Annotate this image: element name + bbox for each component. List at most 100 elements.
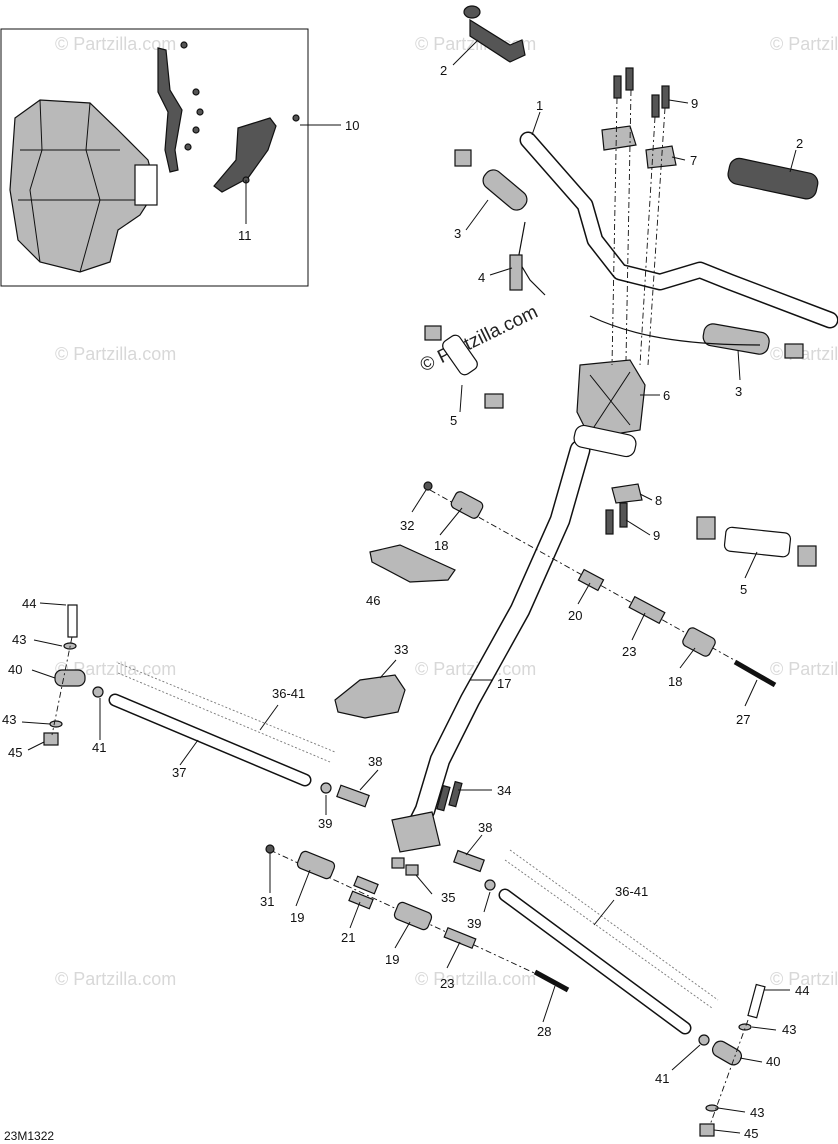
part-label: 1 <box>536 98 543 113</box>
watermark: © Partzilla.com <box>770 659 838 679</box>
part-label: 5 <box>740 582 747 597</box>
part-label: 6 <box>663 388 670 403</box>
part-label: 17 <box>497 676 511 691</box>
part-label: 41 <box>92 740 106 755</box>
part-label: 23 <box>622 644 636 659</box>
hand-guard <box>9 99 157 273</box>
part-label: 40 <box>8 662 22 677</box>
nut-32 <box>423 481 433 491</box>
part-label: 35 <box>441 890 455 905</box>
watermark: © Partzilla.com <box>415 969 536 989</box>
tie-rod-end-40 <box>54 669 86 687</box>
part-label: 43 <box>12 632 26 647</box>
part-label: 23 <box>440 976 454 991</box>
bolt-28 <box>533 969 570 993</box>
part-label: 43 <box>2 712 16 727</box>
bolt-27 <box>733 659 777 688</box>
part-label: 39 <box>467 916 481 931</box>
part-label: 43 <box>782 1022 796 1037</box>
part-label: 28 <box>537 1024 551 1039</box>
bolt-44-left <box>67 604 78 638</box>
bolt-9-lower <box>619 502 628 528</box>
bolt-9 <box>613 75 622 99</box>
sleeve-23 <box>628 595 666 625</box>
part-label: 34 <box>497 783 511 798</box>
part-label: 38 <box>368 754 382 769</box>
grip-top <box>463 5 526 63</box>
bolt-34 <box>448 780 463 808</box>
washer-43b <box>49 720 63 728</box>
part-label: 45 <box>744 1126 758 1141</box>
bushing-21 <box>348 890 374 910</box>
bushing-21 <box>353 875 379 895</box>
bolt-9 <box>651 94 660 118</box>
steering-arm-19b <box>393 901 433 931</box>
part-label: 5 <box>450 413 457 428</box>
washer-43c <box>738 1023 752 1031</box>
steering-support-18 <box>450 491 484 519</box>
part-label: 19 <box>290 910 304 925</box>
part-label: 44 <box>22 596 36 611</box>
bolt-44-right <box>747 983 766 1019</box>
steering-support-18b <box>682 627 716 657</box>
watermark: © Partzilla.com <box>770 344 838 364</box>
ball-joint-38a <box>336 784 370 808</box>
nut-41b <box>698 1034 710 1046</box>
washer-39b <box>484 879 496 891</box>
inset-box <box>0 28 341 287</box>
handlebar-end-right <box>696 516 817 567</box>
cover-33 <box>334 674 406 719</box>
watermark: © Partzilla.com <box>55 344 176 364</box>
part-label: 7 <box>690 153 697 168</box>
diagram-code: 23M1322 <box>4 1129 54 1143</box>
handlebar-end-left <box>424 325 504 409</box>
bushing-20 <box>577 568 605 592</box>
part-label: 46 <box>366 593 380 608</box>
ball-joint-38b <box>453 849 485 873</box>
part-label: 43 <box>750 1105 764 1120</box>
hand-warmer-right <box>702 323 770 355</box>
part-label: 27 <box>736 712 750 727</box>
steering-column <box>391 424 637 853</box>
nut-41 <box>92 686 104 698</box>
handlebar <box>519 131 838 329</box>
part-label: 36-41 <box>272 686 305 701</box>
part-labels: 1 2 2 3 3 4 5 5 6 7 8 9 9 10 11 17 18 18… <box>2 63 809 1141</box>
bushing-35 <box>405 864 419 876</box>
part-label: 19 <box>385 952 399 967</box>
nut-45 <box>43 732 59 746</box>
clamp-8 <box>611 483 643 504</box>
part-label: 2 <box>796 136 803 151</box>
part-label: 18 <box>434 538 448 553</box>
watermark: © Partzilla.com <box>55 969 176 989</box>
part-label: 32 <box>400 518 414 533</box>
clamp-7a <box>601 125 637 151</box>
bolt-9 <box>661 85 670 109</box>
part-label: 18 <box>668 674 682 689</box>
washer-39a <box>320 782 332 794</box>
part-label: 37 <box>172 765 186 780</box>
part-label: 36-41 <box>615 884 648 899</box>
hand-warmer-left <box>482 169 528 211</box>
clamp-7b <box>645 145 677 169</box>
part-label: 45 <box>8 745 22 760</box>
end-plug <box>454 149 472 167</box>
part-label: 20 <box>568 608 582 623</box>
part-label: 9 <box>653 528 660 543</box>
part-label: 31 <box>260 894 274 909</box>
part-label: 2 <box>440 63 447 78</box>
part-label: 8 <box>655 493 662 508</box>
heater-wire <box>517 221 761 346</box>
part-label: 10 <box>345 118 359 133</box>
bolt-9-lower <box>605 509 614 535</box>
end-plug <box>784 343 804 359</box>
tie-rod-end-40b <box>711 1040 743 1066</box>
bolt-34 <box>436 784 451 812</box>
part-label: 38 <box>478 820 492 835</box>
watermark: © Partzilla.com <box>55 34 176 54</box>
steering-arm-19a <box>296 850 336 880</box>
watermark: © Partzilla.com <box>770 969 838 989</box>
bolt-9 <box>625 67 634 91</box>
wire-sleeve <box>509 254 523 291</box>
